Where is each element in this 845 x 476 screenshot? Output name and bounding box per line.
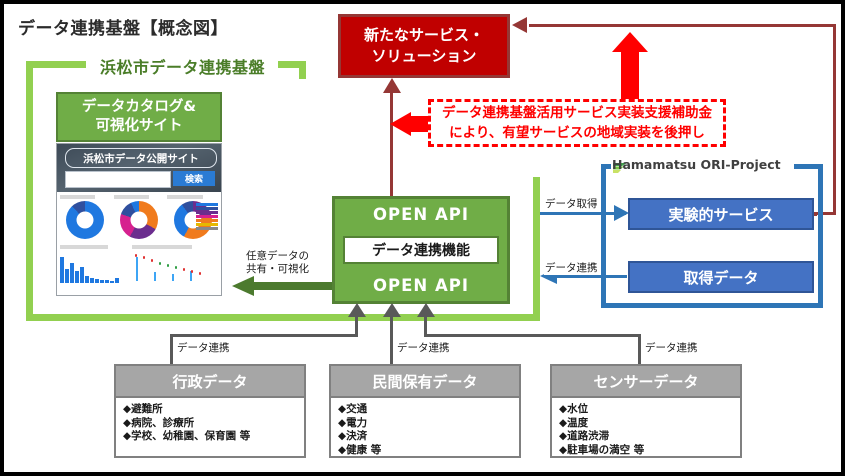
list-item: ◆避難所: [123, 403, 163, 415]
gray-line-1-vertical-src: [170, 334, 173, 366]
dark-red-seg-top: [529, 24, 836, 27]
dark-red-vertical-openapi-to-new-service: [390, 92, 393, 196]
catalog-title-line1: データカタログ&: [81, 99, 197, 115]
blue-arrowhead-acquire: [614, 205, 629, 221]
page-title: データ連携基盤【概念図】: [18, 19, 228, 39]
gray-line-2-vertical: [390, 316, 393, 366]
data-catalog-box: データカタログ& 可視化サイト: [56, 92, 222, 142]
blue-line-acquire-horizontal: [540, 212, 626, 215]
green-arrow-shaft: [254, 282, 334, 290]
green-frame-right: [533, 177, 540, 321]
red-arrow-up-head: [612, 32, 648, 52]
source-box-sensor: センサーデータ ◆水位 ◆温度 ◆道路渋滞 ◆駐車場の満空 等: [550, 364, 742, 458]
source-title: 民間保有データ: [331, 366, 519, 398]
ori-project-logo-icon: [613, 159, 628, 173]
experimental-service-box: 実験的サービス: [628, 198, 814, 230]
subsidy-line1: データ連携基盤活用サービス実装支援補助金: [442, 105, 712, 121]
list-item: ◆交通: [338, 403, 368, 415]
new-service-line2: ソリューション: [371, 47, 477, 65]
open-api-bottom-label: OPEN API: [373, 276, 469, 295]
donut-chart-1: [60, 195, 111, 241]
list-item: ◆電力: [338, 416, 368, 429]
list-item: ◆水位: [559, 403, 589, 415]
ori-project-title: Hamamatsu ORI-Project: [612, 157, 781, 172]
data-link-label-3: データ連携: [644, 340, 699, 355]
gray-line-1-vertical-api: [355, 316, 358, 336]
share-visualize-line2: 共有・可視化: [246, 263, 309, 275]
dark-red-arrowhead-up: [383, 78, 401, 93]
gray-line-1-horizontal: [170, 334, 358, 337]
subsidy-callout: データ連携基盤活用サービス実装支援補助金 により、有望サービスの地域実装を後押し: [428, 99, 726, 147]
open-api-top-label: OPEN API: [373, 205, 469, 224]
source-box-private: 民間保有データ ◆交通 ◆電力 ◆決済 ◆健康 等: [329, 364, 521, 458]
list-item: ◆温度: [559, 416, 589, 429]
gray-arrowhead-3: [417, 303, 435, 317]
gray-line-3-horizontal: [424, 334, 641, 337]
subsidy-line2: により、有望サービスの地域実装を後押し: [449, 125, 705, 141]
ori-bracket-bottom: [601, 303, 823, 308]
red-arrow-left-head: [390, 112, 411, 136]
source-items: ◆交通 ◆電力 ◆決済 ◆健康 等: [331, 398, 519, 462]
chart-legend: [196, 203, 219, 231]
source-title: センサーデータ: [552, 366, 740, 398]
gray-arrowhead-2: [383, 303, 401, 317]
share-visualize-label: 任意データの 共有・可視化: [246, 250, 309, 276]
bar-chart: [60, 245, 129, 283]
data-linkage-function-chip: データ連携機能: [343, 236, 499, 264]
site-title-pill: 浜松市データ公開サイト: [65, 148, 217, 168]
data-link-label-1: データ連携: [176, 340, 231, 355]
ori-bracket-left: [601, 164, 606, 308]
site-header: 浜松市データ公開サイト 検索: [57, 144, 221, 192]
ori-bracket-top-left-stub: [601, 164, 611, 169]
green-frame-label: 浜松市データ連携基盤: [100, 58, 266, 77]
gray-line-3-vertical-src: [638, 334, 641, 366]
list-item: ◆道路渋滞: [559, 430, 610, 442]
data-link-label-2: データ連携: [396, 340, 451, 355]
source-box-government: 行政データ ◆避難所 ◆病院、診療所 ◆学校、幼稚園、保育園 等: [114, 364, 306, 458]
green-frame-bottom: [26, 314, 540, 321]
open-data-site-screenshot: 浜松市データ公開サイト 検索: [56, 143, 222, 296]
list-item: ◆病院、診療所: [123, 416, 195, 429]
list-item: ◆駐車場の満空 等: [559, 443, 645, 456]
gray-line-3-vertical-api: [424, 316, 427, 336]
site-search-input[interactable]: [65, 171, 171, 188]
lower-chart-row: [60, 245, 218, 283]
combo-chart: [131, 245, 218, 283]
source-items: ◆水位 ◆温度 ◆道路渋滞 ◆駐車場の満空 等: [552, 398, 740, 462]
dark-red-seg-vertical-right: [833, 24, 836, 215]
gray-arrowhead-1: [348, 303, 366, 317]
data-link-label: データ連携: [544, 260, 599, 275]
green-frame-top-right-stub: [278, 61, 306, 68]
donut-chart-row: [60, 195, 219, 241]
data-acquire-label: データ取得: [544, 196, 599, 211]
red-arrow-up-shaft: [621, 49, 639, 101]
ori-bracket-right: [818, 164, 823, 308]
green-frame-left: [26, 61, 33, 321]
site-search-button[interactable]: 検索: [173, 171, 215, 186]
source-items: ◆避難所 ◆病院、診療所 ◆学校、幼稚園、保育園 等: [116, 398, 304, 449]
ori-bracket-top-right-stub: [794, 164, 823, 169]
green-arrow-head: [232, 276, 254, 296]
share-visualize-line1: 任意データの: [246, 250, 309, 262]
list-item: ◆健康 等: [338, 443, 382, 456]
blue-line-link-horizontal: [557, 275, 627, 278]
donut-chart-2: [113, 195, 165, 241]
green-frame-right-upper-stub: [299, 61, 306, 79]
list-item: ◆学校、幼稚園、保育園 等: [123, 430, 251, 442]
acquired-data-box: 取得データ: [628, 261, 814, 293]
dark-red-arrowhead-to-new-service: [512, 17, 527, 33]
list-item: ◆決済: [338, 430, 368, 442]
dark-red-seg-from-exp: [814, 212, 836, 215]
donut-chart-3: [167, 195, 219, 241]
open-api-box: OPEN API データ連携機能 OPEN API: [332, 196, 510, 304]
new-service-box: 新たなサービス・ ソリューション: [338, 14, 510, 78]
catalog-title-line2: 可視化サイト: [95, 118, 183, 134]
green-frame-top-left-stub: [26, 61, 86, 68]
new-service-line1: 新たなサービス・: [363, 26, 484, 44]
site-dashboard-body: [57, 192, 221, 286]
source-title: 行政データ: [116, 366, 304, 398]
